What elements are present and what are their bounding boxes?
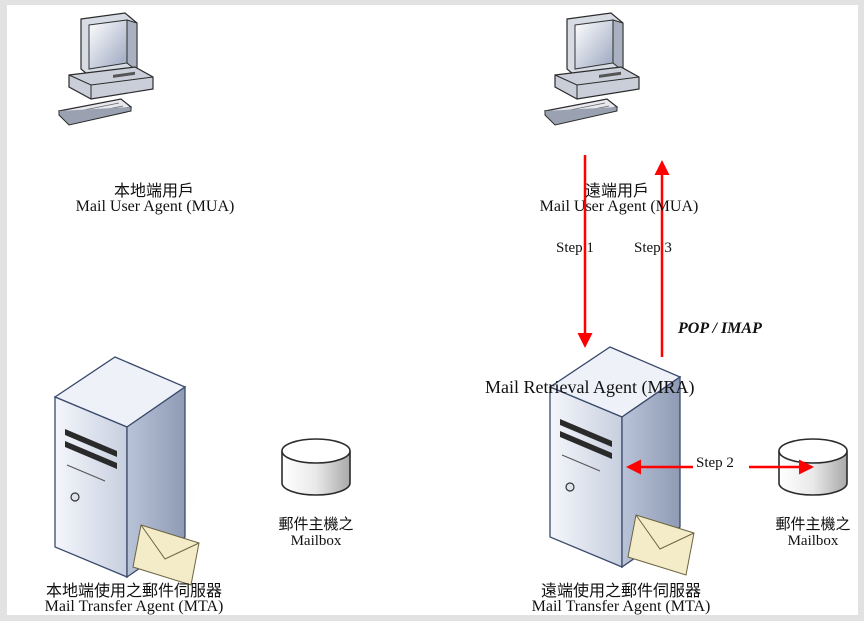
local-client-name: 本地端用戶: [113, 183, 195, 200]
protocol-label: POP / IMAP: [678, 320, 762, 337]
local-mailbox-name: 郵件主機之: [278, 517, 354, 533]
local-server-icon: [44, 356, 206, 586]
remote-server-name: 遠端使用之郵件伺服器: [540, 583, 702, 600]
remote-server-role: Mail Transfer Agent (MTA): [531, 598, 711, 615]
remote-client-role: Mail User Agent (MUA): [539, 198, 699, 215]
local-client-role: Mail User Agent (MUA): [75, 198, 235, 215]
remote-mailbox-label: Mailbox: [787, 533, 839, 549]
local-client-computer-icon: [58, 12, 154, 126]
remote-client-name: 遠端用戶: [584, 183, 650, 200]
step3-label: Step 3: [634, 240, 672, 256]
step1-label: Step 1: [556, 240, 594, 256]
remote-mailbox-name: 郵件主機之: [775, 517, 851, 533]
local-server-role: Mail Transfer Agent (MTA): [44, 598, 224, 615]
mra-label: Mail Retrieval Agent (MRA): [485, 377, 695, 397]
remote-client-computer-icon: [544, 12, 640, 126]
local-mailbox-label: Mailbox: [290, 533, 342, 549]
step2-label: Step 2: [694, 455, 736, 472]
local-server-name: 本地端使用之郵件伺服器: [45, 583, 223, 600]
diagram-graphics: [44, 12, 848, 586]
local-mailbox-icon: [281, 438, 351, 496]
